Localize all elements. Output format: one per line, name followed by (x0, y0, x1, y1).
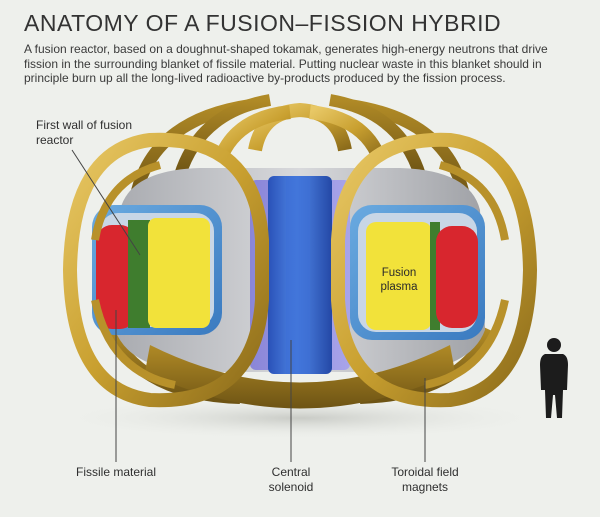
left-fissile-blanket (96, 225, 136, 329)
solenoid-core (286, 176, 310, 374)
right-first-wall (430, 222, 440, 330)
page-title: ANATOMY OF A FUSION–FISSION HYBRID (24, 10, 502, 36)
label-fissile-material: Fissile material (76, 465, 157, 479)
left-first-wall (128, 220, 150, 328)
bottom-band (145, 345, 455, 409)
right-toroidal-coil (331, 132, 538, 408)
person-silhouette (540, 338, 568, 418)
left-plasma (148, 218, 210, 328)
label-first-wall: First wall of fusion reactor (36, 118, 133, 147)
right-plasma (366, 222, 432, 330)
right-fissile-blanket (436, 226, 478, 328)
right-cross-section (350, 205, 485, 340)
left-cross-section (92, 205, 222, 335)
side-coils (91, 161, 509, 389)
label-toroidal-field-magnets: Toroidal field magnets (391, 465, 459, 494)
label-central-solenoid: Central solenoid (268, 465, 314, 494)
label-fusion-plasma: Fusion plasma (380, 267, 418, 293)
page-subtitle: A fusion reactor, based on a doughnut-sh… (24, 42, 548, 85)
top-coils (213, 102, 387, 163)
left-toroidal-coil (62, 132, 269, 408)
leader-lines (71, 149, 426, 462)
